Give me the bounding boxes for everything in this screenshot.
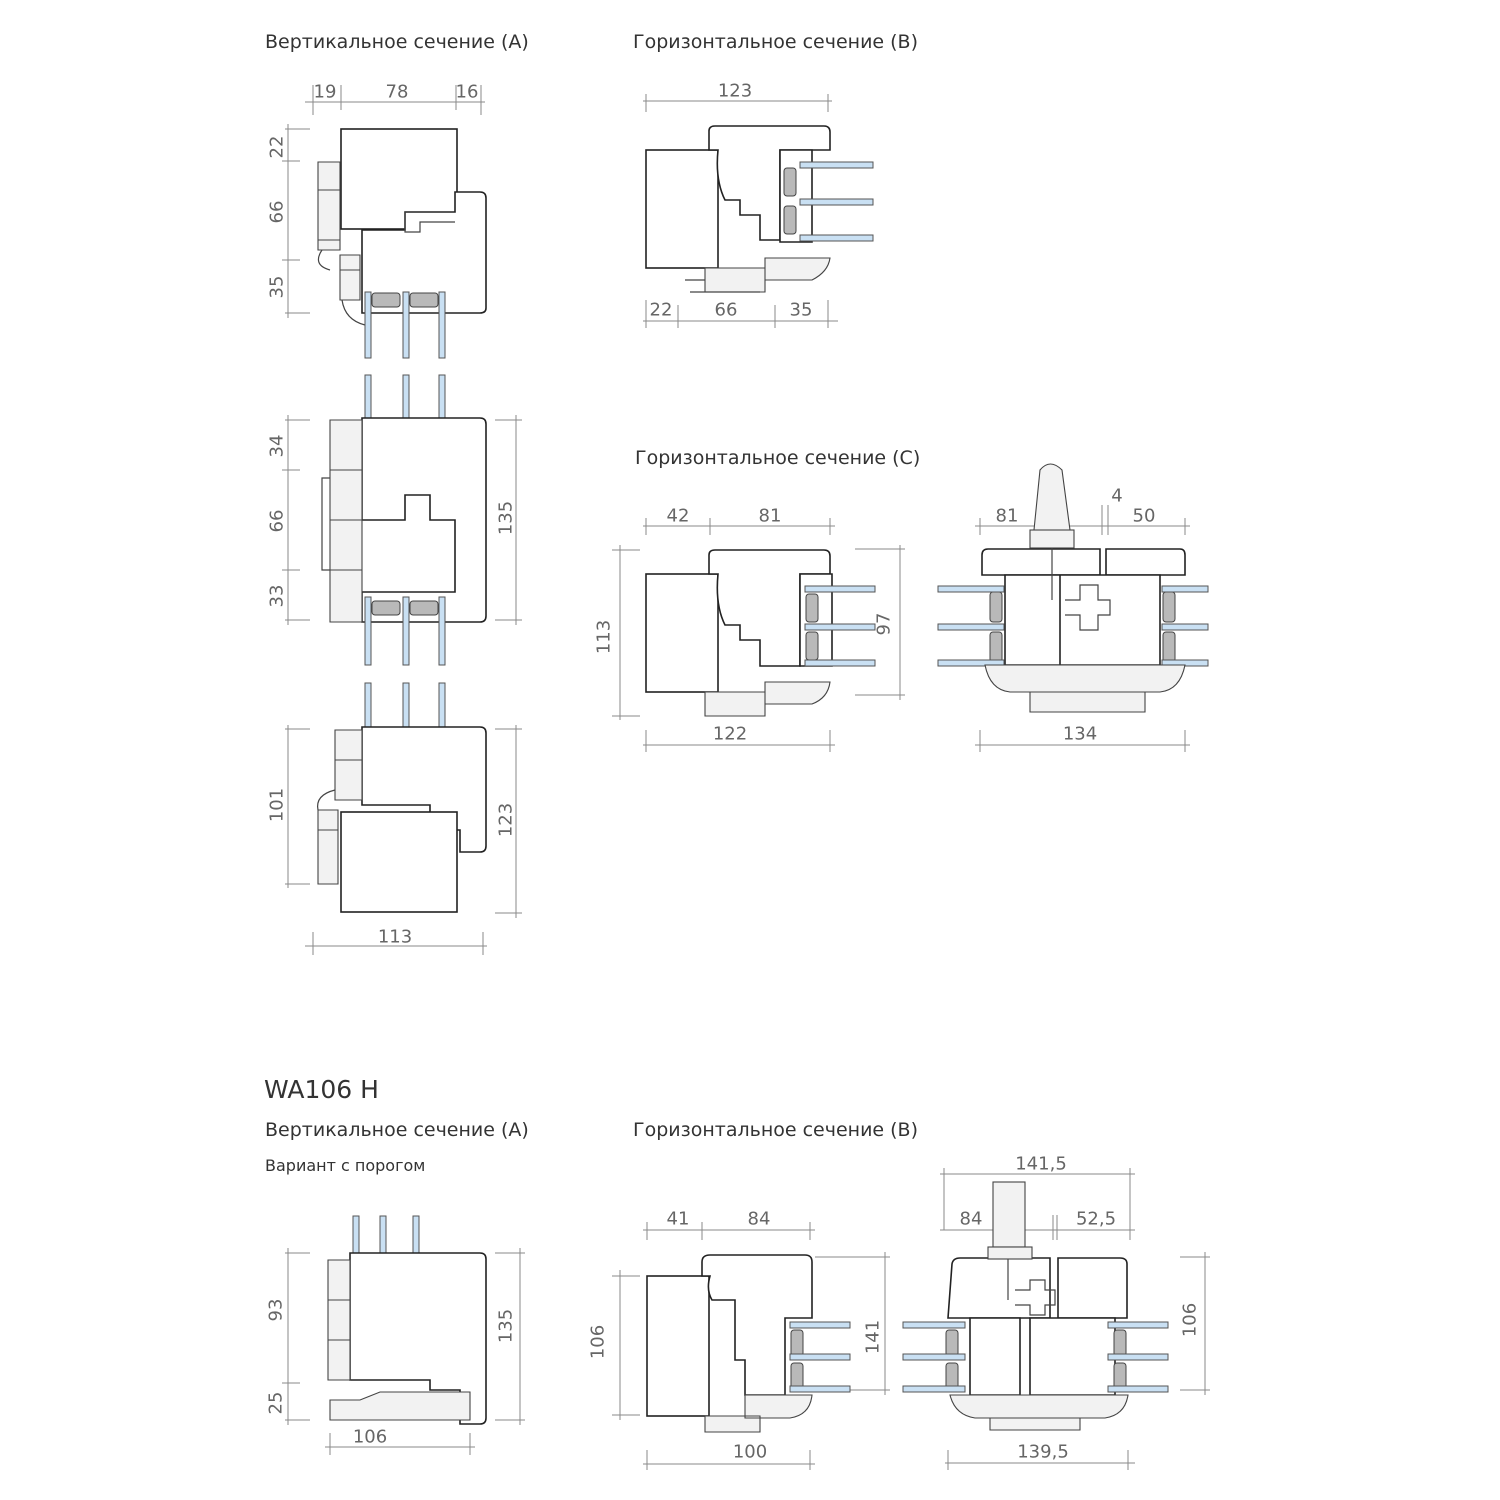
dimension-label: 66 [266,509,288,533]
dimension-label: 113 [377,926,413,948]
dimension-label: 84 [959,1208,983,1230]
section-title-horizontal-b: Горизонтальное сечение (B) [633,31,919,53]
dimension-label: 50 [1132,505,1156,527]
dimension-label: 22 [266,135,288,159]
dimension-label: 93 [265,1298,287,1322]
dimension-label: 34 [266,434,288,458]
dimension-label: 81 [995,505,1019,527]
horizontal-section-c-drawing [612,463,1209,752]
dimension-label: 122 [712,723,748,745]
dimension-label: 33 [266,584,288,608]
dimension-label: 42 [666,505,690,527]
vertical-section-a-threshold-drawing [282,1215,525,1455]
dimension-label: 81 [758,505,782,527]
model-title: WA106 H [264,1075,379,1104]
dimension-label: 25 [265,1391,287,1415]
dimension-label: 66 [266,200,288,224]
dimension-label: 106 [1179,1302,1201,1338]
section-title-vertical-a: Вертикальное сечение (A) [265,31,529,53]
dimension-label: 52,5 [1075,1208,1117,1230]
dimension-label: 35 [789,299,813,321]
dimension-label: 113 [593,619,615,655]
dimension-label: 100 [732,1441,768,1463]
dimension-label: 141,5 [1015,1153,1067,1175]
dimension-label: 41 [666,1208,690,1230]
section-title-vertical-a-bottom: Вертикальное сечение (A) [265,1119,529,1141]
dimension-label: 139,5 [1017,1441,1069,1463]
dimension-label: 19 [313,81,337,103]
dimension-label: 106 [352,1426,388,1448]
dimension-label: 16 [455,81,479,103]
vertical-section-a-top-drawing [282,85,522,955]
dimension-label: 66 [714,299,738,321]
dimension-label: 106 [587,1324,609,1360]
dimension-label: 141 [862,1319,884,1355]
dimension-label: 135 [495,500,517,536]
dimension-lines [282,85,522,955]
dimension-label: 134 [1062,723,1098,745]
window-handle-icon [987,1181,1033,1300]
dimension-label: 123 [717,80,753,102]
section-subtitle-threshold: Вариант с порогом [265,1156,426,1175]
horizontal-section-b-bottom-drawing [612,1168,1210,1470]
section-title-horizontal-b-bottom: Горизонтальное сечение (B) [633,1119,919,1141]
dimension-label: 22 [649,299,673,321]
horizontal-section-b-top-drawing [643,94,874,328]
dimension-label: 135 [495,1308,517,1344]
section-title-horizontal-c: Горизонтальное сечение (C) [635,447,921,469]
dimension-label: 84 [747,1208,771,1230]
dimension-label: 101 [266,787,288,823]
dimension-label: 123 [495,802,517,838]
dimension-label: 4 [1111,485,1123,507]
dimension-label: 97 [873,612,895,636]
dimension-label: 78 [385,81,409,103]
dimension-label: 35 [266,275,288,299]
window-handle-icon [1029,463,1075,600]
